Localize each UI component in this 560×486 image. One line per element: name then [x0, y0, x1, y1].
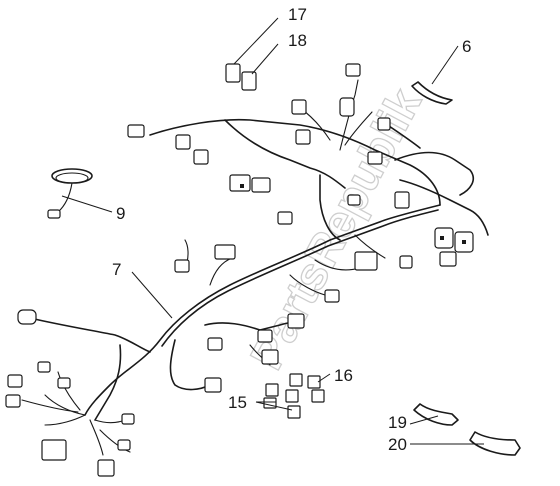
callout-20: 20: [388, 435, 407, 454]
clamp-6: [411, 81, 453, 105]
leader-lines: [61, 17, 484, 445]
callout-labels: 17 18 6 9 7 16 15 19 20: [112, 5, 471, 454]
clamp-20: [469, 431, 521, 456]
callout-19: 19: [388, 413, 407, 432]
callout-6: 6: [462, 37, 471, 56]
callout-17: 17: [288, 5, 307, 24]
callout-7: 7: [112, 260, 121, 279]
fuses-15-16: [263, 373, 325, 419]
harness-connectors: [5, 63, 474, 477]
callout-18: 18: [288, 31, 307, 50]
sensor-cable-9: [47, 168, 93, 219]
main-wiring-harness: [21, 79, 489, 456]
clamp-19: [413, 403, 459, 426]
relay-17: [225, 63, 241, 83]
callout-15: 15: [228, 393, 247, 412]
callout-9: 9: [116, 204, 125, 223]
relay-18: [241, 71, 257, 91]
callout-16: 16: [334, 366, 353, 385]
